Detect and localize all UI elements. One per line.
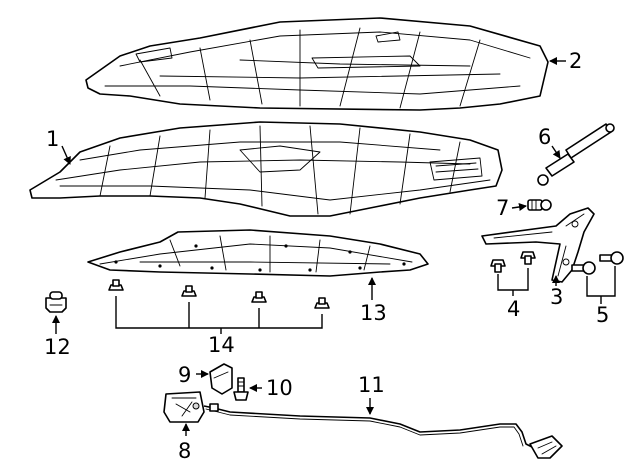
hood-panel-part[interactable] [29, 121, 503, 217]
hinge-nuts-part[interactable] [490, 251, 536, 273]
latch-bolt-part[interactable] [233, 377, 249, 401]
latch-cover-part[interactable] [209, 363, 233, 395]
hinge-bolts-part[interactable] [571, 251, 624, 275]
release-cable-part[interactable] [203, 403, 563, 459]
callout-13: 13 [360, 301, 387, 325]
callout-8: 8 [178, 439, 191, 463]
callout-9: 9 [178, 363, 191, 387]
callout-10: 10 [266, 376, 293, 400]
callout-7: 7 [496, 196, 509, 220]
callout-1: 1 [46, 127, 59, 151]
hood-latch-part[interactable] [163, 391, 205, 423]
callout-11: 11 [358, 373, 385, 397]
hood-seal-part[interactable] [87, 229, 429, 277]
callout-5: 5 [596, 303, 609, 327]
callout-leaders [52, 57, 616, 436]
callout-12: 12 [44, 335, 71, 359]
callout-14: 14 [208, 333, 235, 357]
hood-insulator-part[interactable] [85, 17, 549, 111]
callout-6: 6 [538, 125, 551, 149]
callout-4: 4 [507, 297, 520, 321]
ball-stud-part[interactable] [527, 199, 552, 211]
hood-support-strut-part[interactable] [537, 123, 615, 186]
callout-2: 2 [569, 49, 582, 73]
callout-3: 3 [550, 285, 563, 309]
callout-labels: 2 1 6 7 3 4 5 12 13 14 9 10 11 8 [44, 49, 609, 463]
retainer-clips-part[interactable] [108, 279, 330, 309]
hood-bumper-part[interactable] [45, 291, 67, 313]
